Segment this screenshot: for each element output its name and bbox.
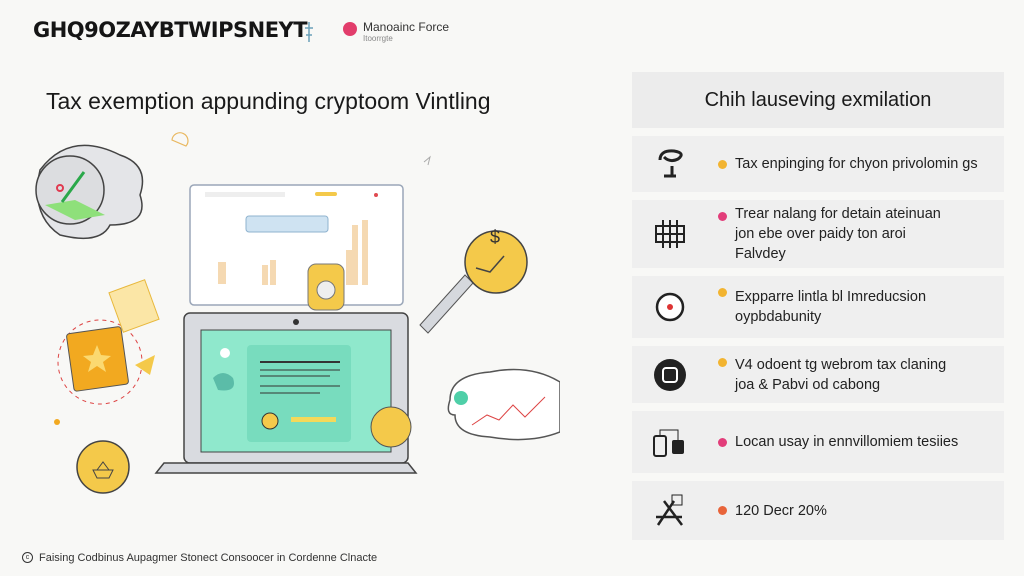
- grid-icon: [655, 220, 685, 248]
- basket-badge-icon: [76, 440, 130, 494]
- footer-text: Faising Codbinus Aupagmer Stonect Consoo…: [39, 552, 378, 564]
- panel-item: Tax enpinging for chyon privolomin gs: [632, 136, 1004, 192]
- panel-item: Locan usay in ennvillomiem tesiies: [632, 411, 1004, 473]
- bullet-dot: [718, 506, 727, 515]
- chart-cloud-icon: [447, 368, 560, 441]
- panel-item-text: 120 Decr 20%: [735, 502, 827, 519]
- panel-item: V4 odoent tg webrom tax claning joa & Pab…: [632, 346, 1004, 403]
- brand-mark-icon: [305, 22, 313, 42]
- browser-window: [189, 184, 404, 306]
- panel-item: 120 Decr 20%: [632, 481, 1004, 540]
- panel-item-text: Locan usay in ennvillomiem tesiies: [735, 434, 959, 450]
- page-title: Tax exemption appunding cryptoom Vintlin…: [46, 88, 491, 114]
- coin-badge-icon: [370, 406, 412, 448]
- webcam-badge-icon: [307, 263, 345, 311]
- panel-item: Trear nalang for detain ateinuan jon ebe …: [632, 200, 1004, 268]
- illustration: $: [35, 132, 560, 494]
- panel-item-text: oypbdabunity: [735, 309, 822, 325]
- panel-item: Expparre lintla bl Imreducsion oypbdabuni…: [632, 276, 1004, 338]
- map-bubble-icon: [35, 144, 144, 240]
- svg-text:$: $: [490, 227, 500, 247]
- bullet-dot: [718, 288, 727, 297]
- panel-item-text: jon ebe over paidy ton aroi: [735, 226, 906, 242]
- gauge-icon: [655, 292, 685, 322]
- star-card-icon: [57, 279, 160, 405]
- bullet-dot: [718, 358, 727, 367]
- panel-item-text: Tax enpinging for chyon privolomin gs: [735, 156, 978, 172]
- laptop-icon: [154, 312, 418, 474]
- feature-panel: Chih lauseving exmilation Tax enpinging …: [632, 72, 1004, 542]
- plug-icon: [658, 149, 683, 178]
- cloud-badge-icon: [654, 358, 686, 391]
- bullet-dot: [718, 212, 727, 221]
- panel-title: Chih lauseving exmilation: [632, 72, 1004, 128]
- devices-icon: [653, 429, 684, 457]
- brand-logo-text: GHQ9OZAYBTWIPSNEYT: [33, 18, 308, 42]
- bullet-dot: [718, 159, 727, 169]
- footer: c Faising Codbinus Aupagmer Stonect Cons…: [22, 552, 377, 564]
- partner-name: Manoainc Force: [363, 20, 450, 34]
- partner-sub: Itoorrgte: [363, 34, 393, 43]
- panel-item-text: Falvdey: [735, 246, 786, 262]
- search-dollar-icon: $: [419, 227, 528, 334]
- partner-dot-icon: [343, 22, 357, 36]
- panel-item-text: joa & Pabvi od cabong: [735, 376, 881, 393]
- tools-icon: [656, 494, 683, 526]
- info-icon: c: [22, 552, 33, 563]
- bullet-dot: [718, 437, 727, 447]
- panel-item-text: Trear nalang for detain ateinuan: [735, 206, 941, 222]
- panel-item-text: V4 odoent tg webrom tax claning: [735, 356, 947, 373]
- panel-item-text: Expparre lintla bl Imreducsion: [735, 289, 927, 305]
